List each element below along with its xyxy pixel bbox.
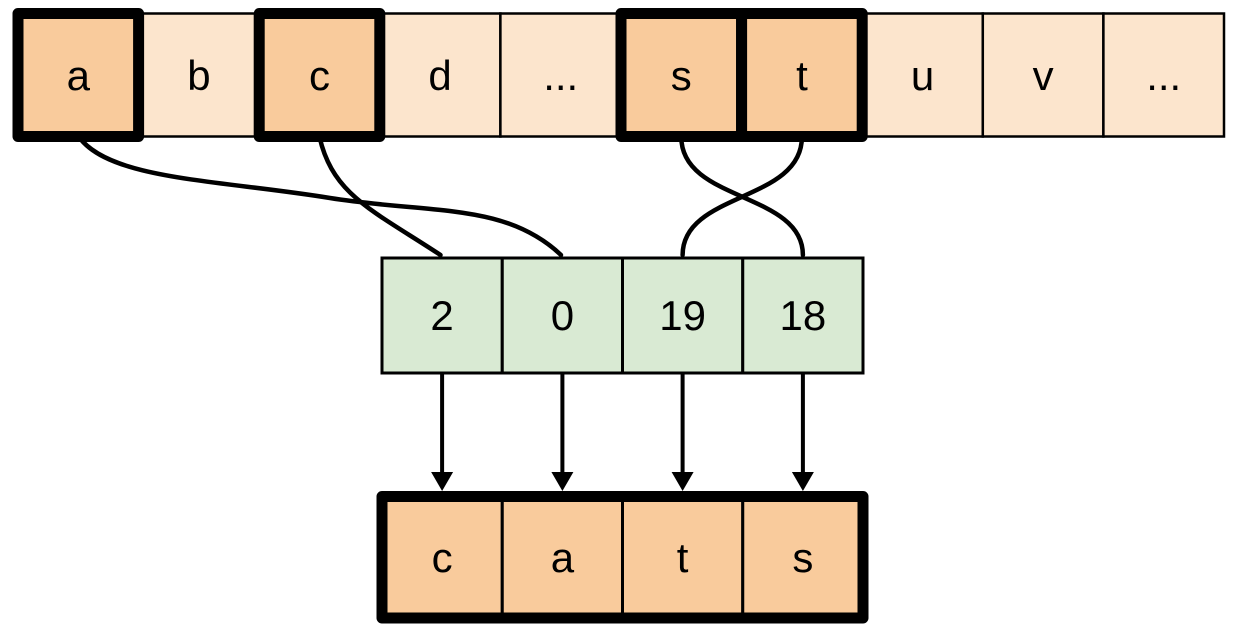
arrow-2 [671, 374, 694, 491]
arrowhead-icon [551, 472, 574, 491]
index-cell-label: 2 [430, 292, 453, 339]
alphabet-cell-v: v [981, 12, 1105, 138]
index-cell-19: 19 [621, 256, 745, 375]
alphabet-cell-label: b [187, 52, 210, 99]
index-cell-2: 2 [380, 256, 504, 375]
alphabet-cell-label: u [911, 52, 934, 99]
output-cell-box [500, 495, 624, 620]
alphabet-cell-label: s [671, 52, 692, 99]
index-array: 2 0 19 18 [380, 256, 865, 375]
index-cell-label: 19 [659, 292, 706, 339]
alphabet-cell-s-highlighted: s [615, 8, 748, 142]
alphabet-cell-label: c [309, 52, 330, 99]
curve-c-to-index2 [317, 134, 443, 258]
output-cell-box [741, 495, 865, 620]
output-array-frame [376, 491, 869, 624]
arrowhead-icon [791, 472, 814, 491]
output-cell-c: c [380, 495, 504, 620]
output-cell-t: t [621, 495, 745, 620]
alphabet-cell-c-highlighted: c [253, 8, 386, 142]
output-cell-label: s [792, 534, 813, 581]
alphabet-cell-ellipsis-2: ... [1102, 12, 1226, 138]
alphabet-cell-a-highlighted: a [12, 8, 145, 142]
output-cell-label: a [551, 534, 575, 581]
output-cell-label: t [677, 534, 689, 581]
alphabet-cell-label: t [796, 52, 808, 99]
alphabet-cell-box [378, 12, 502, 138]
alphabet-cell-box [981, 12, 1105, 138]
output-cell-label: c [432, 534, 453, 581]
alphabet-cell-box [253, 8, 386, 142]
curve-a-to-index0 [76, 134, 564, 258]
arrowhead-icon [671, 472, 694, 491]
arrow-1 [551, 374, 574, 491]
alphabet-cell-label: ... [1146, 52, 1181, 99]
alphabet-cell-b: b [137, 12, 261, 138]
alphabet-cell-label: d [428, 52, 451, 99]
alphabet-array: b d ... u v ... a c [12, 8, 1226, 142]
alphabet-cell-u: u [860, 12, 985, 138]
arrowhead-icon [431, 472, 454, 491]
mapping-curves [76, 134, 806, 258]
alphabet-cell-t-highlighted: t [736, 8, 868, 142]
index-cell-label: 18 [780, 292, 827, 339]
alphabet-cell-label: a [67, 52, 91, 99]
arrow-3 [791, 374, 814, 491]
arrow-0 [431, 374, 454, 491]
alphabet-cell-box [1102, 12, 1226, 138]
index-cell-box [380, 256, 504, 375]
index-cell-0: 0 [500, 256, 624, 375]
index-to-output-arrows [431, 374, 814, 491]
index-cell-box [621, 256, 745, 375]
output-cell-a: a [500, 495, 624, 620]
alphabet-cell-d: d [378, 12, 502, 138]
output-cell-box [621, 495, 745, 620]
alphabet-cell-label: v [1033, 52, 1054, 99]
index-cell-18: 18 [741, 256, 865, 375]
alphabet-cell-box [499, 12, 623, 138]
index-cell-box [741, 256, 865, 375]
output-array: c a t s [376, 491, 869, 624]
alphabet-cell-box [137, 12, 261, 138]
alphabet-cell-box [736, 8, 868, 142]
alphabet-cell-label: ... [543, 52, 578, 99]
index-cell-label: 0 [551, 292, 574, 339]
curve-t-to-index19 [680, 134, 805, 258]
alphabet-cell-ellipsis-1: ... [499, 12, 623, 138]
output-cell-s: s [741, 495, 865, 620]
